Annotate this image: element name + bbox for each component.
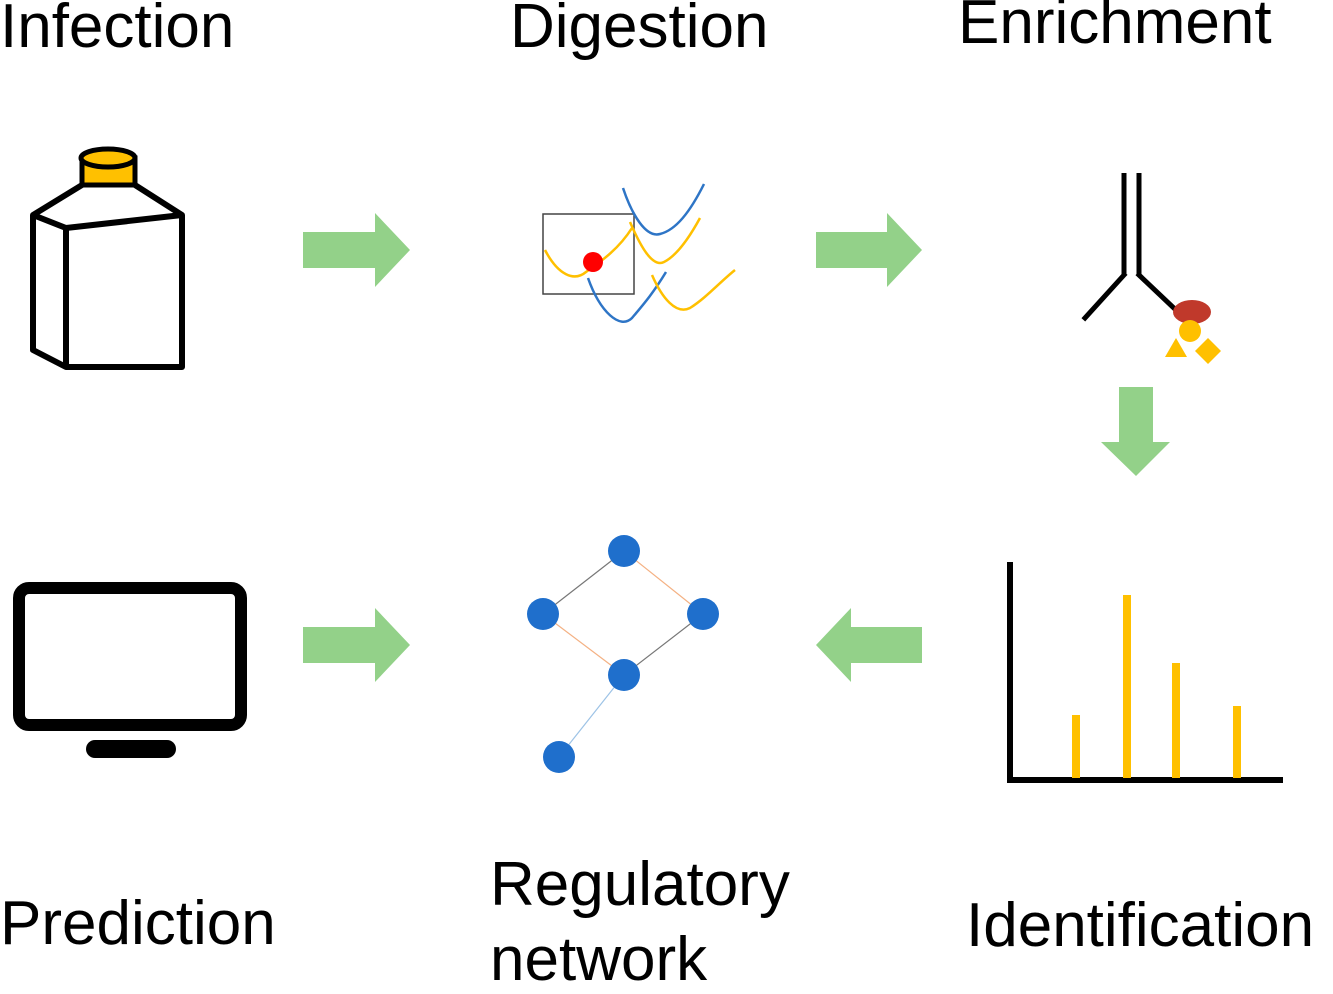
culture-flask-icon: [30, 146, 185, 370]
arrow-right-3: [303, 608, 410, 682]
arrow-right-2: [816, 213, 922, 287]
network-node: [543, 741, 575, 773]
network-node: [608, 535, 640, 567]
mass-spectrum-icon: [1007, 562, 1283, 783]
network-graph-icon: [527, 535, 719, 773]
label-digestion: Digestion: [510, 0, 769, 61]
arrow-right-1: [303, 213, 410, 287]
computer-monitor-icon: [13, 582, 247, 758]
label-identification: Identification: [966, 891, 1315, 960]
peptide-digestion-icon: [542, 183, 736, 323]
label-enrichment: Enrichment: [958, 0, 1272, 57]
arrow-left: [816, 608, 922, 682]
network-node: [687, 598, 719, 630]
label-regulatory-network-line2: network: [490, 925, 708, 994]
arrow-down: [1101, 387, 1170, 476]
antibody-enrichment-icon: [1081, 173, 1221, 364]
network-node: [608, 659, 640, 691]
label-prediction: Prediction: [0, 889, 276, 958]
label-infection: Infection: [0, 0, 235, 61]
label-regulatory-network-line1: Regulatory: [490, 850, 790, 919]
network-node: [527, 598, 559, 630]
